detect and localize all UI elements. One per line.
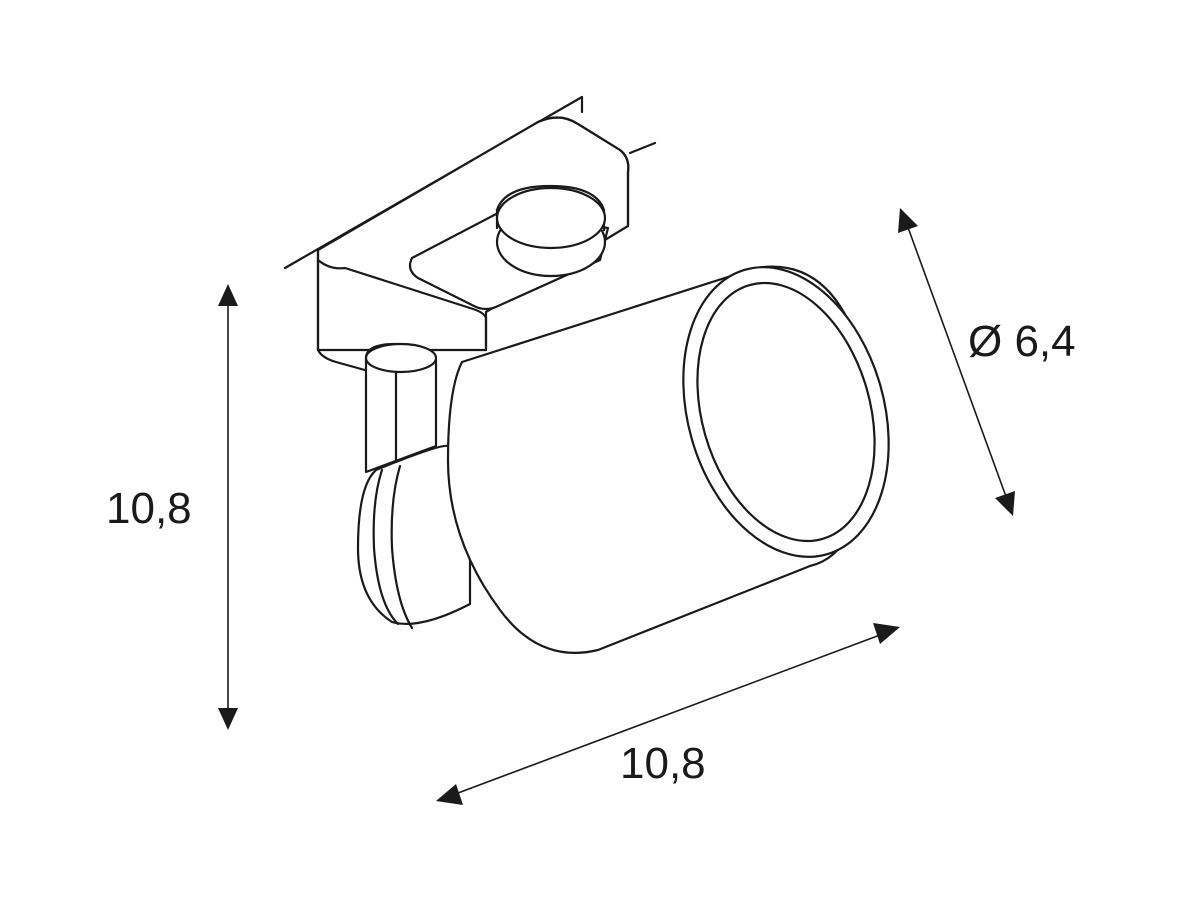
diameter-arrow-bottom <box>995 491 1015 516</box>
height-arrow-top <box>218 284 238 306</box>
adapter-knob-top <box>495 186 607 250</box>
length-arrow-left <box>436 784 463 805</box>
length-label: 10,8 <box>620 739 706 788</box>
dimension-length: 10,8 <box>436 623 900 805</box>
spotlight-front-rim <box>682 266 890 558</box>
height-arrow-bottom <box>218 708 238 730</box>
track-adapter <box>316 116 630 374</box>
swivel-stem <box>364 342 438 474</box>
height-label: 10,8 <box>106 484 192 533</box>
diameter-label: Ø 6,4 <box>968 317 1076 366</box>
length-arrow-right <box>873 623 900 644</box>
diameter-arrow-top <box>898 208 918 233</box>
dimension-diameter: Ø 6,4 <box>898 208 1076 516</box>
dimension-height: 10,8 <box>106 284 238 730</box>
